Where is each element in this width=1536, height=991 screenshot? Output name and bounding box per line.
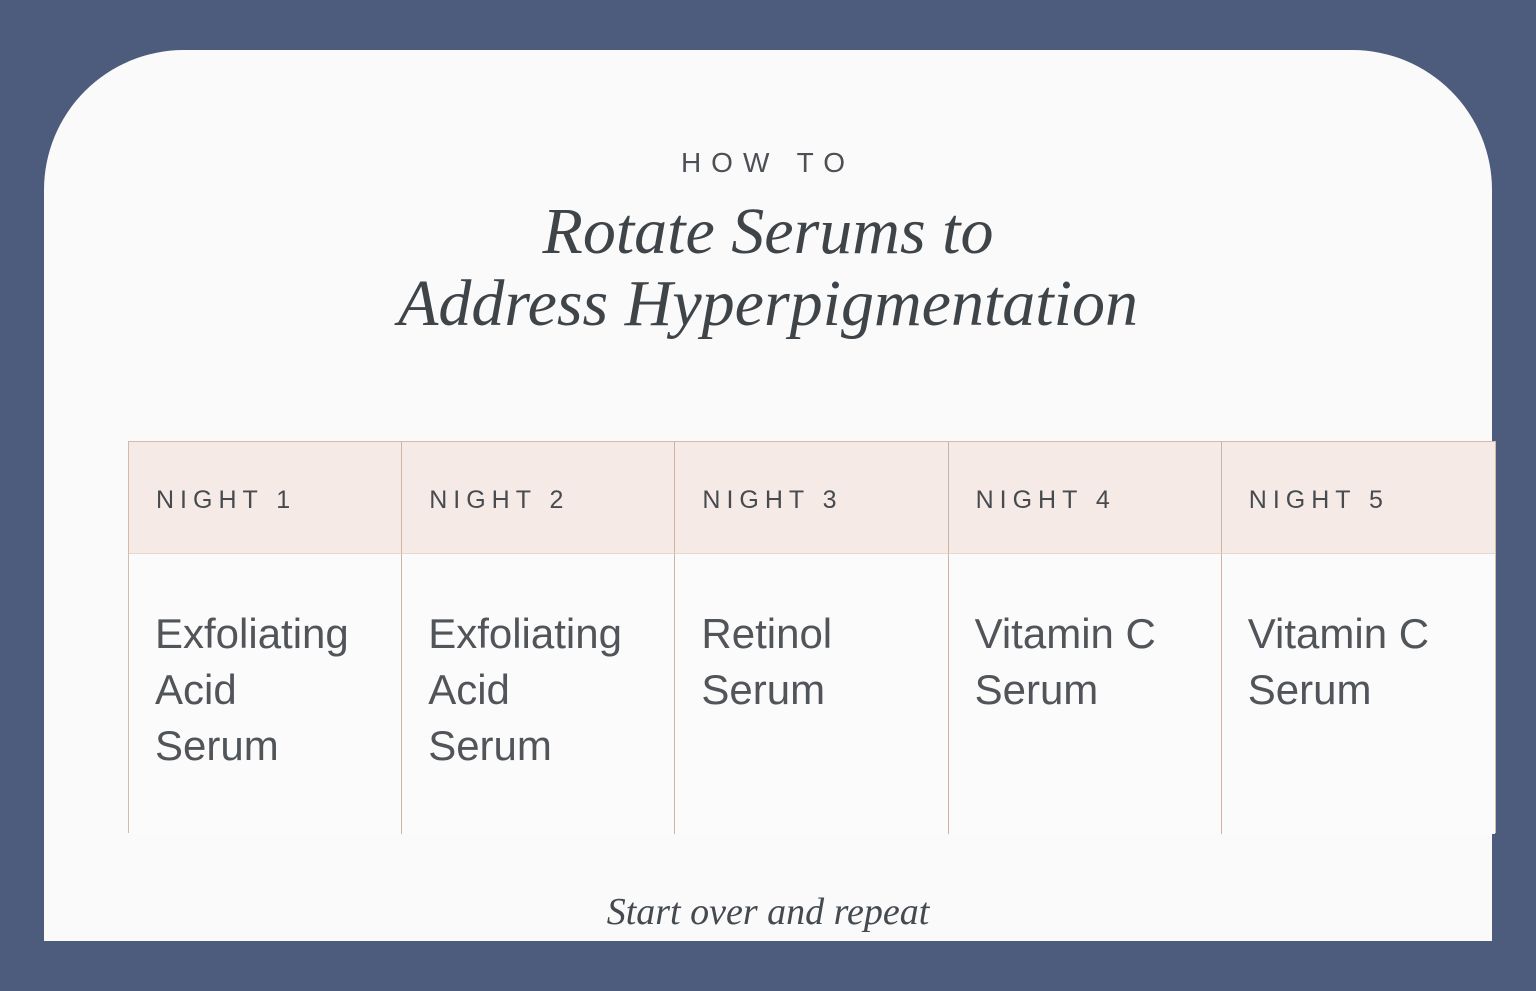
infographic-card: HOW TO Rotate Serums to Address Hyperpig… bbox=[44, 50, 1496, 941]
table-header-night-1: NIGHT 1 bbox=[129, 442, 403, 554]
table-header-night-4: NIGHT 4 bbox=[948, 442, 1222, 554]
footer-note: Start over and repeat bbox=[606, 891, 930, 933]
table-cell-night-1-serum: Exfoliating Acid Serum bbox=[129, 554, 403, 834]
table-header-night-5: NIGHT 5 bbox=[1221, 442, 1495, 554]
table-cell-night-2-serum: Exfoliating Acid Serum bbox=[402, 554, 676, 834]
eyebrow-text: HOW TO bbox=[680, 147, 856, 178]
table-header-night-2: NIGHT 2 bbox=[402, 442, 676, 554]
page-title: Rotate Serums to Address Hyperpigmentati… bbox=[44, 196, 1492, 340]
table-cell-night-5-serum: Vitamin C Serum bbox=[1221, 554, 1495, 834]
page-title-line-2: Address Hyperpigmentation bbox=[398, 267, 1138, 340]
table-cell-night-4-serum: Vitamin C Serum bbox=[948, 554, 1222, 834]
page-title-line-1: Rotate Serums to bbox=[542, 195, 994, 268]
table-header-night-3: NIGHT 3 bbox=[675, 442, 949, 554]
serum-rotation-table: NIGHT 1 NIGHT 2 NIGHT 3 NIGHT 4 NIGHT 5 … bbox=[128, 441, 1496, 834]
table-cell-night-3-serum: Retinol Serum bbox=[675, 554, 949, 834]
